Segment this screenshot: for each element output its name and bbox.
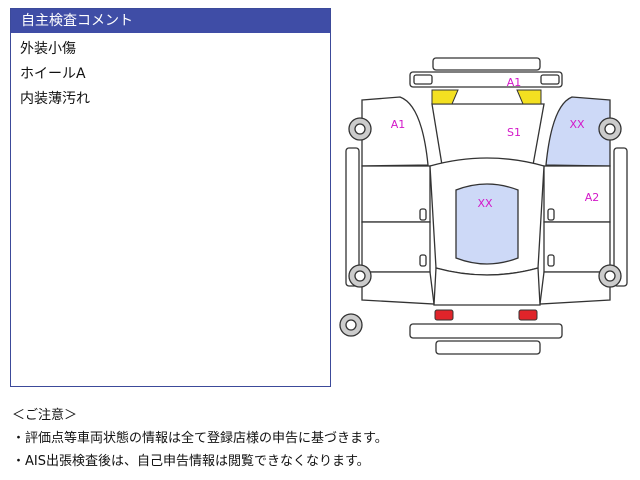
rear-valance — [435, 340, 541, 355]
mark-center: S1 — [507, 126, 521, 139]
hood — [431, 103, 545, 166]
right-front-fender — [545, 96, 611, 167]
mark-right-rear: A2 — [585, 191, 600, 204]
left-front-door — [361, 165, 431, 223]
panel-title: 自主検査コメント — [11, 9, 330, 33]
notice-item-2: ・AIS出張検査後は、自己申告情報は閲覧できなくなります。 — [12, 454, 370, 469]
comment-line-1: 外装小傷 — [20, 41, 76, 57]
right-front-door — [543, 165, 611, 223]
inspection-comment-panel: 自主検査コメント 外装小傷 ホイールA 内装薄汚れ — [10, 8, 331, 387]
mark-front-top: A1 — [507, 76, 522, 89]
comment-list: 外装小傷 ホイールA 内装薄汚れ — [11, 33, 330, 116]
roof-panel-highlight — [455, 183, 519, 265]
front-grille — [409, 71, 563, 88]
left-front-fender — [361, 96, 429, 167]
notice-section: ＜ご注意＞ ・評価点等車両状態の情報は全て登録店様の申告に基づきます。 ・AIS… — [12, 404, 388, 473]
rear-bumper — [409, 323, 563, 339]
notice-item-1: ・評価点等車両状態の情報は全て登録店様の申告に基づきます。 — [12, 431, 388, 446]
comment-line-2: ホイールA — [20, 66, 86, 82]
notice-heading: ＜ご注意＞ — [12, 408, 78, 423]
comment-line-3: 内装薄汚れ — [20, 91, 90, 107]
left-rear-fender — [361, 271, 435, 305]
mark-windshield: XX — [477, 197, 493, 210]
right-rear-door — [543, 221, 611, 273]
trunk — [433, 267, 541, 306]
right-headlight — [516, 89, 542, 105]
front-bumper — [432, 57, 541, 71]
left-taillight — [434, 309, 454, 321]
wheels — [339, 117, 622, 337]
mark-hood: XX — [569, 118, 585, 131]
mark-left-front-door: A1 — [391, 118, 406, 131]
car-condition-diagram: A1 A1 S1 XX XX A2 — [339, 57, 628, 355]
left-headlight — [431, 89, 459, 105]
right-taillight — [518, 309, 538, 321]
